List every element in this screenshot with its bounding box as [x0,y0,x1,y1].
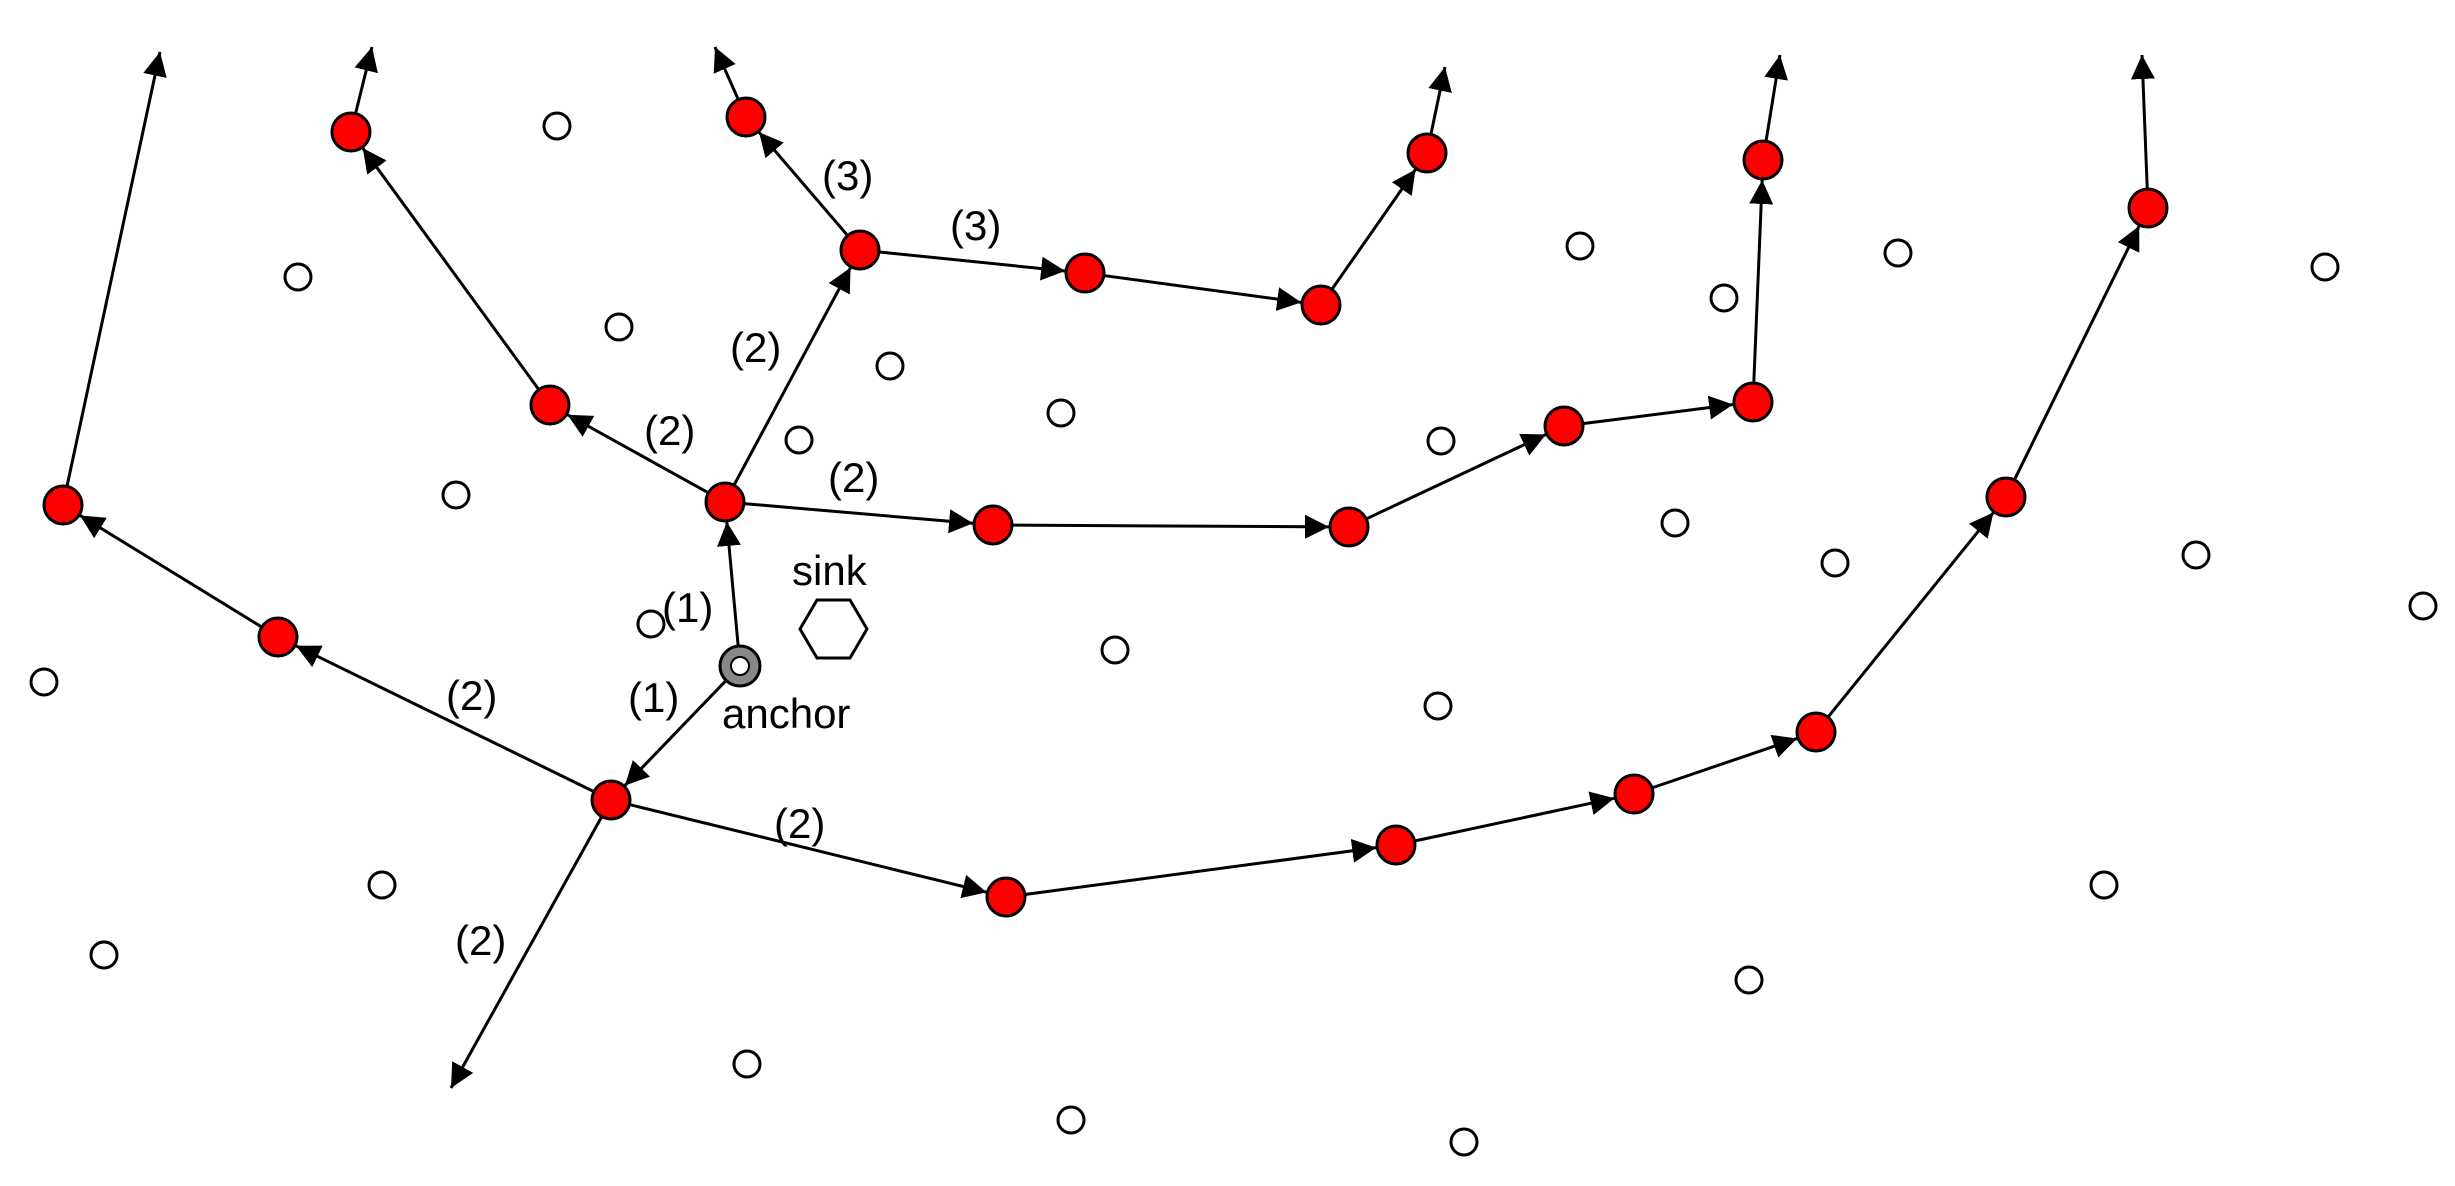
path-node [972,504,1014,546]
idle-node [1423,691,1453,721]
edge-arrow [1103,274,1302,311]
edge-arrow [732,266,852,486]
path-node [704,481,746,523]
idle-node [604,312,634,342]
step-label-1a: (1) [662,584,713,631]
path-node [590,779,632,821]
edge-arrow [743,502,974,534]
path-node [1742,139,1784,181]
edge-arrow [623,679,728,787]
idle-node [2181,540,2211,570]
path-node [839,229,881,271]
edge-arrow [1826,511,1995,719]
idle-node [1449,1127,1479,1157]
edge-arrow [2013,225,2141,481]
edge-arrow [1414,791,1615,843]
edge-arrow [713,46,740,101]
edge-arrow [1330,168,1417,291]
path-node [1064,252,1106,294]
edge-arrow [65,51,167,487]
step-label-2d: (2) [446,672,497,719]
edge-arrow [1428,66,1452,135]
edge-arrow [1749,179,1774,384]
edge-arrow [1764,54,1789,142]
idle-node [636,609,666,639]
path-node [1406,132,1448,174]
idle-node [1660,508,1690,538]
step-label-2e: (2) [774,800,825,847]
idle-node [875,351,905,381]
edge-arrow [878,250,1066,281]
edge-arrow [717,521,741,647]
idle-node [2408,591,2438,621]
path-node [985,876,1027,918]
edge-arrow [1024,838,1377,896]
path-node [330,111,372,153]
edge-arrow [354,46,378,114]
idle-node [1820,548,1850,578]
edge-arrow [1011,514,1330,539]
path-node [1375,824,1417,866]
step-label-2a: (2) [644,407,695,454]
idle-node [441,480,471,510]
edge-arrow [449,815,604,1089]
anchor-label: anchor [722,690,850,737]
path-node [1795,711,1837,753]
path-node [1613,773,1655,815]
idle-nodes-group [29,111,2438,1157]
idle-node [1100,635,1130,665]
idle-node [1734,965,1764,995]
edge-arrow [629,803,987,899]
path-node [1732,381,1774,423]
edges-group [65,46,2155,1089]
step-label-3b: (3) [950,202,1001,249]
idle-node [89,940,119,970]
sink-icon [798,598,869,660]
step-label-2c: (2) [828,454,879,501]
path-node [725,96,767,138]
path-node [1543,405,1585,447]
edge-arrow [79,514,263,629]
edge-arrow [757,131,849,237]
idle-node [1565,231,1595,261]
idle-node [1709,283,1739,313]
step-label-2b: (2) [730,324,781,371]
path-node [42,484,84,526]
edge-arrow [295,644,595,793]
idle-node [29,667,59,697]
path-node [1300,284,1342,326]
idle-node [1426,426,1456,456]
sink-label: sink [792,547,868,594]
active-nodes-group [42,96,2169,918]
idle-node [1056,1105,1086,1135]
edge-arrow [1651,734,1798,790]
edge-arrow [1582,395,1734,426]
edge-arrow [2130,54,2155,190]
idle-node [2089,870,2119,900]
edge-arrow [566,413,710,495]
path-node [257,616,299,658]
idle-node [732,1049,762,1079]
idle-node [542,111,572,141]
idle-node [1883,238,1913,268]
idle-node [1046,398,1076,428]
step-label-2f: (2) [455,917,506,964]
idle-node [784,425,814,455]
idle-node [283,262,313,292]
step-label-3a: (3) [822,152,873,199]
idle-node [367,870,397,900]
path-node [529,384,571,426]
step-label-1b: (1) [628,674,679,721]
path-node [2127,187,2169,229]
idle-node [2310,252,2340,282]
path-node [1985,476,2027,518]
anchor-node [718,644,762,688]
path-node [1328,506,1370,548]
edge-arrow [1365,433,1547,521]
edge-arrow [361,147,541,391]
